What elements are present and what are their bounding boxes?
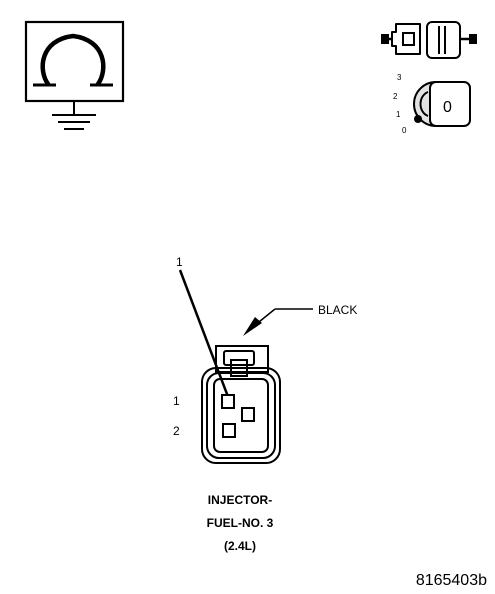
connector-name-line2: FUEL-NO. 3 [207,516,274,530]
figure-id: 8165403b [416,572,487,589]
ignition-position-1: 1 [396,110,401,119]
connector-name-line1: INJECTOR- [208,493,272,507]
cavity-2 [222,423,236,438]
disconnected-connector-icon [381,21,477,59]
cavity-3 [241,407,255,422]
cavity-1 [221,394,235,409]
connector-name-line3: (2.4L) [224,539,256,553]
callout-leader-line [178,269,232,403]
ignition-key-off-icon: 3 2 1 0 0 [393,73,471,135]
callout-number: 1 [176,255,183,269]
injector-connector [201,345,281,464]
ignition-position-3: 3 [397,73,402,82]
connector-color-label: BLACK [318,303,357,317]
pin-label-1: 1 [173,394,180,408]
pin-label-2: 2 [173,424,180,438]
ignition-position-0: 0 [402,126,407,135]
ignition-position-2: 2 [393,92,398,101]
color-arrow [243,308,313,336]
key-position-label: 0 [443,99,452,116]
connector-cavities [221,394,255,438]
ohmmeter-ground-icon [24,20,125,130]
